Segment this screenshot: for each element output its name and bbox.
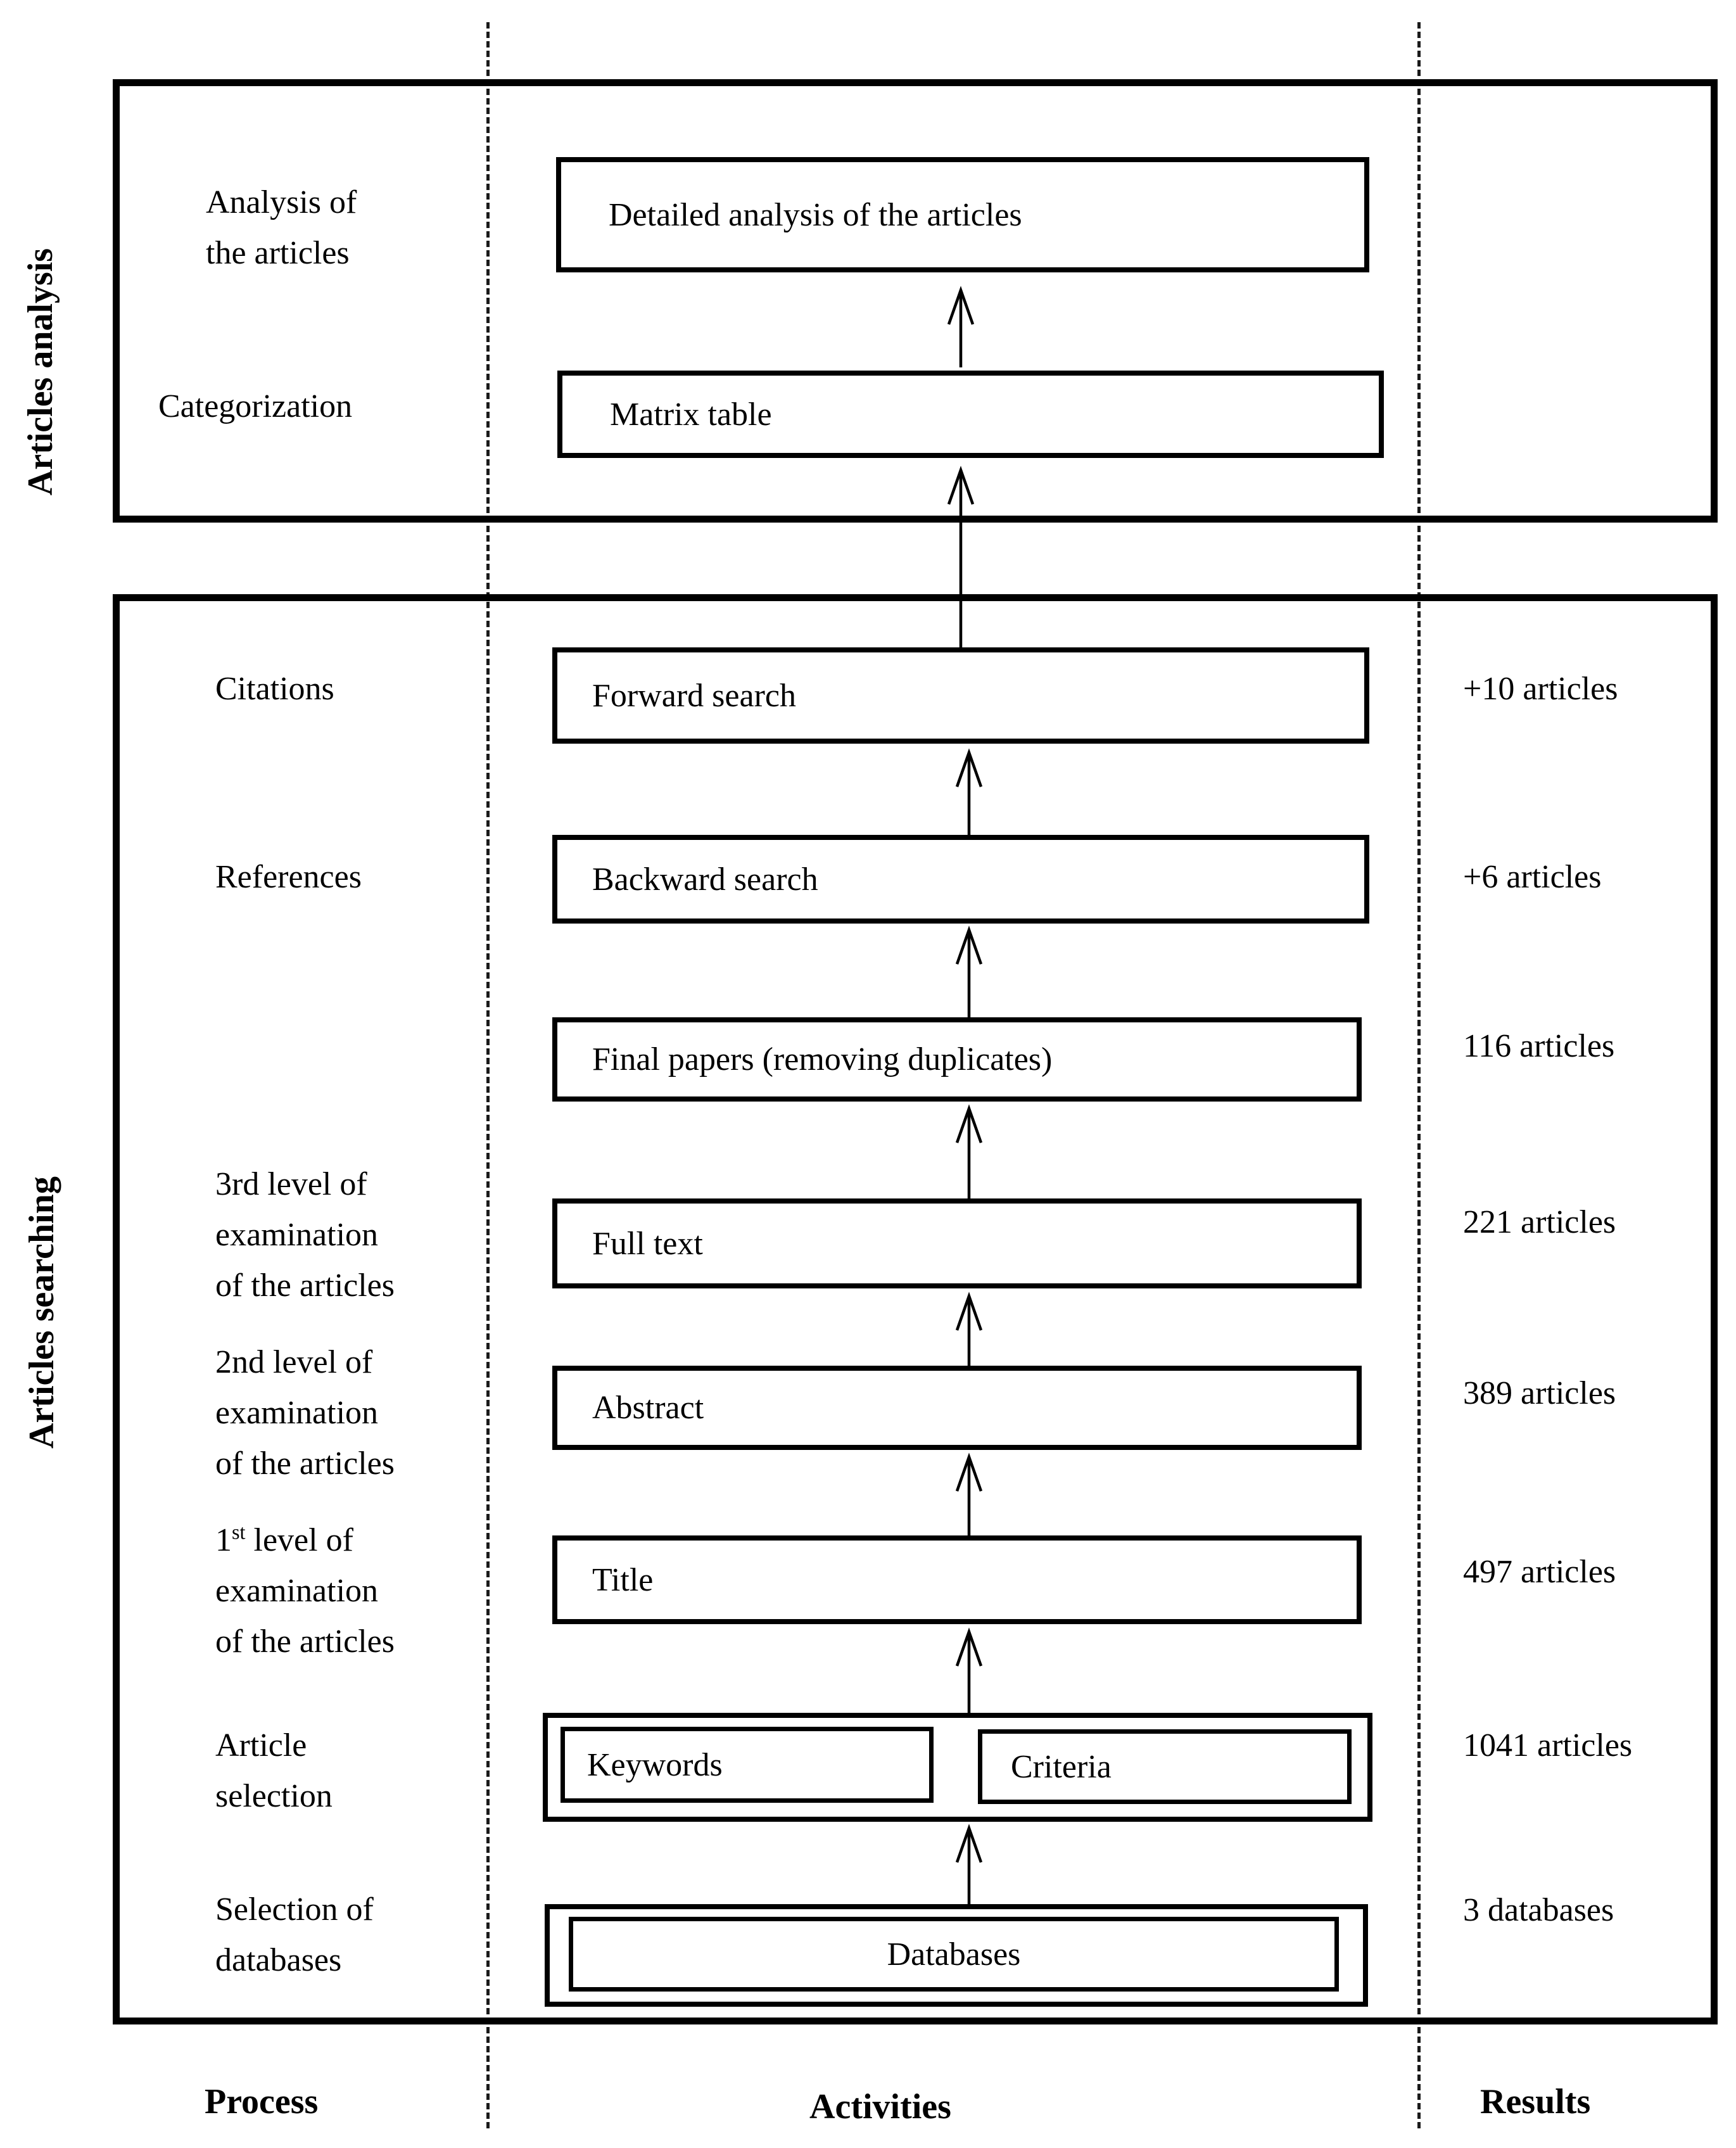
up-arrow-databases-to-selection	[944, 1823, 994, 1905]
process-label-2nd-level: 2nd level of examination of the articles	[215, 1337, 395, 1489]
up-arrow-abstract-to-fulltext	[944, 1291, 994, 1367]
activity-box-label: Forward search	[592, 677, 796, 714]
side-label-articles-searching: Articles searching	[22, 1176, 61, 1449]
process-label-line: examination	[215, 1395, 379, 1431]
activity-box-label: Final papers (removing duplicates)	[592, 1041, 1053, 1077]
activity-box-matrix-table: Matrix table	[557, 371, 1384, 458]
process-label-line: Article	[215, 1727, 307, 1764]
result-label-3-databases: 3 databases	[1463, 1892, 1614, 1928]
up-arrow-final-to-backward	[944, 925, 994, 1019]
activity-box-databases-group: Databases	[545, 1904, 1368, 2007]
result-label-1041-articles: 1041 articles	[1463, 1727, 1633, 1764]
activity-box-title: Title	[552, 1535, 1362, 1624]
activity-box-databases: Databases	[569, 1917, 1339, 1992]
footer-label-results: Results	[1480, 2082, 1591, 2121]
activity-box-label: Backward search	[592, 861, 818, 898]
process-label-line: 1st level of	[215, 1515, 395, 1566]
articles-analysis-section-frame	[113, 79, 1718, 523]
process-label-line: the articles	[206, 235, 350, 271]
activity-box-criteria: Criteria	[978, 1729, 1352, 1804]
process-label-line: examination	[215, 1573, 379, 1609]
up-arrow-matrix-to-detailed	[935, 285, 986, 369]
process-label-analysis-of-articles: Analysis of the articles	[206, 177, 357, 279]
process-label-3rd-level: 3rd level of examination of the articles	[215, 1159, 395, 1311]
up-arrow-title-to-abstract	[944, 1452, 994, 1537]
process-label-line: examination	[215, 1217, 379, 1253]
activity-box-label: Databases	[887, 1936, 1021, 1973]
activity-box-label: Detailed analysis of the articles	[609, 196, 1022, 233]
activity-box-label: Matrix table	[610, 396, 772, 433]
activity-box-keywords: Keywords	[561, 1727, 934, 1803]
activity-box-label: Title	[592, 1561, 654, 1598]
column-divider-right	[1417, 22, 1421, 2128]
result-label-plus6-articles: +6 articles	[1463, 859, 1602, 895]
up-arrow-selection-to-title	[944, 1627, 994, 1715]
column-divider-left	[486, 22, 490, 2128]
process-label-article-selection: Article selection	[215, 1720, 333, 1822]
process-label-line: databases	[215, 1942, 342, 1978]
process-label-line: 3rd level of	[215, 1166, 367, 1202]
process-label-line: of the articles	[215, 1624, 395, 1660]
side-label-articles-analysis: Articles analysis	[21, 248, 60, 496]
activity-box-selection-group: Keywords Criteria	[543, 1713, 1372, 1822]
process-label-selection-of-databases: Selection of databases	[215, 1884, 374, 1986]
process-label-line: selection	[215, 1778, 333, 1814]
process-label-citations: Citations	[215, 671, 334, 707]
up-arrow-fulltext-to-final	[944, 1103, 994, 1200]
up-arrow-backward-to-forward	[944, 747, 994, 836]
result-label-221-articles: 221 articles	[1463, 1204, 1616, 1240]
activity-box-label: Abstract	[592, 1390, 704, 1426]
activity-box-label: Full text	[592, 1225, 703, 1262]
process-label-line: of the articles	[215, 1268, 395, 1304]
result-label-497-articles: 497 articles	[1463, 1554, 1616, 1590]
activity-box-label: Criteria	[1011, 1748, 1112, 1785]
activity-box-full-text: Full text	[552, 1198, 1362, 1288]
activity-box-final-papers: Final papers (removing duplicates)	[552, 1017, 1362, 1102]
process-label-line: 2nd level of	[215, 1344, 373, 1380]
up-arrow-forward-to-matrix	[935, 465, 986, 649]
activity-box-abstract: Abstract	[552, 1366, 1362, 1450]
process-label-categorization: Categorization	[158, 388, 353, 424]
ordinal-rest: level of	[245, 1522, 353, 1558]
result-label-116-articles: 116 articles	[1463, 1028, 1615, 1064]
activity-box-forward-search: Forward search	[552, 647, 1369, 744]
activity-box-backward-search: Backward search	[552, 835, 1369, 924]
footer-label-activities: Activities	[809, 2087, 951, 2126]
articles-searching-section-frame	[113, 594, 1718, 2024]
process-label-references: References	[215, 859, 362, 895]
ordinal-suffix: st	[232, 1520, 246, 1544]
process-label-1st-level: 1st level of examination of the articles	[215, 1515, 395, 1667]
process-label-line: Analysis of	[206, 184, 357, 220]
result-label-plus10-articles: +10 articles	[1463, 671, 1618, 707]
activity-box-detailed-analysis: Detailed analysis of the articles	[556, 157, 1369, 272]
process-label-line: Selection of	[215, 1891, 374, 1928]
process-label-line: of the articles	[215, 1446, 395, 1482]
footer-label-process: Process	[205, 2082, 319, 2121]
activity-box-label: Keywords	[587, 1746, 723, 1783]
ordinal-number: 1	[215, 1522, 232, 1558]
result-label-389-articles: 389 articles	[1463, 1375, 1616, 1411]
